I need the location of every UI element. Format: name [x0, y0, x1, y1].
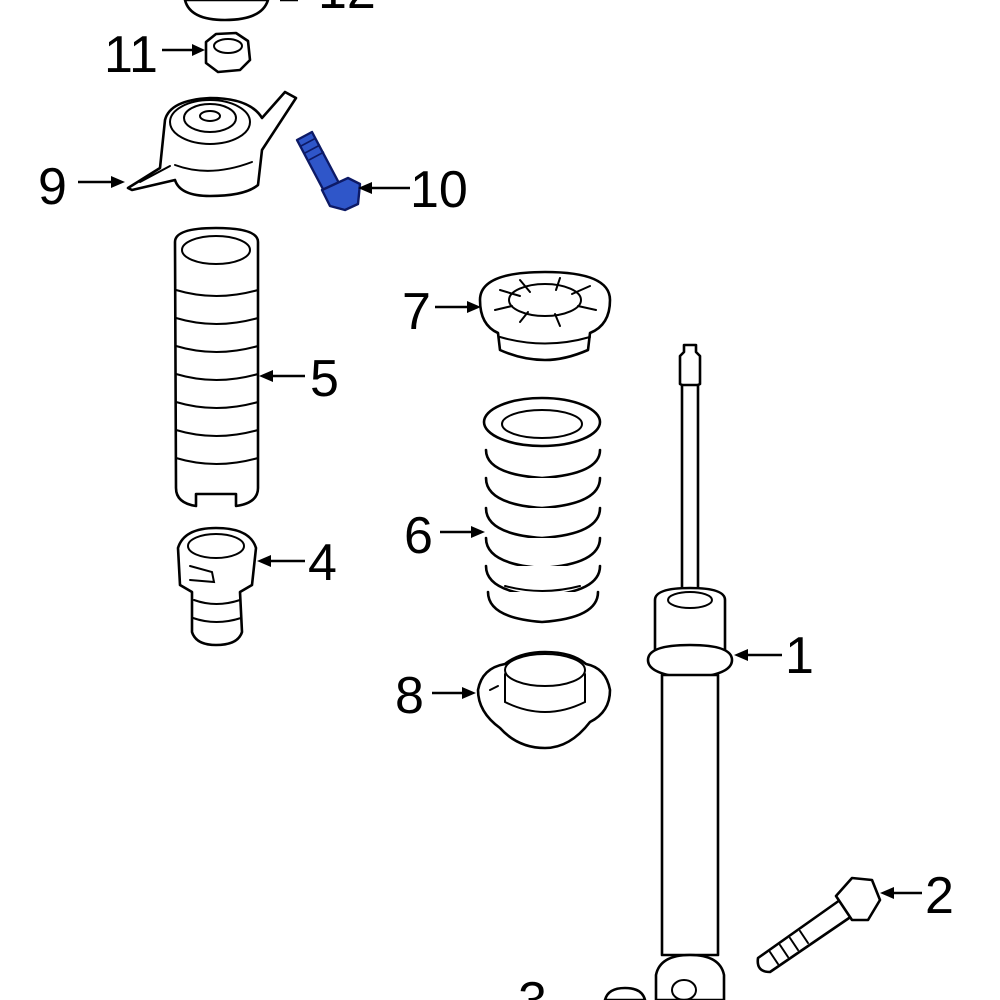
callout-10-label: 10 — [410, 161, 468, 219]
callout-arrows — [78, 0, 922, 899]
callout-11-label: 11 — [104, 26, 158, 84]
callout-labels: 12 11 9 10 5 4 7 6 8 1 2 3 — [38, 0, 954, 1000]
part-7-upper-spring-seat[interactable] — [478, 270, 612, 362]
part-9-strut-mount[interactable] — [126, 90, 298, 198]
part-8-lower-spring-seat[interactable] — [476, 650, 612, 750]
part-5-dust-boot[interactable] — [173, 226, 260, 508]
part-4-bump-stop[interactable] — [176, 526, 258, 647]
part-3-lower-fastener[interactable] — [603, 986, 647, 1000]
part-6-coil-spring[interactable] — [482, 396, 602, 624]
part-11-nut[interactable] — [204, 31, 252, 74]
part-1-shock-absorber[interactable] — [646, 343, 734, 1000]
part-12-mount-washer[interactable] — [183, 0, 270, 22]
part-2-lower-bolt[interactable] — [756, 876, 882, 974]
callout-5-label: 5 — [310, 350, 339, 408]
callout-3-label: 3 — [518, 972, 547, 1000]
callout-7-label: 7 — [402, 283, 431, 341]
callout-1-label: 1 — [785, 627, 814, 685]
callout-2-label: 2 — [925, 867, 954, 925]
callout-9-label: 9 — [38, 158, 67, 216]
callout-6-label: 6 — [404, 507, 433, 565]
callout-12-label: 12 — [318, 0, 376, 20]
callout-8-label: 8 — [395, 667, 424, 725]
part-10-bolt-highlighted[interactable] — [295, 130, 362, 212]
callout-4-label: 4 — [308, 534, 337, 592]
